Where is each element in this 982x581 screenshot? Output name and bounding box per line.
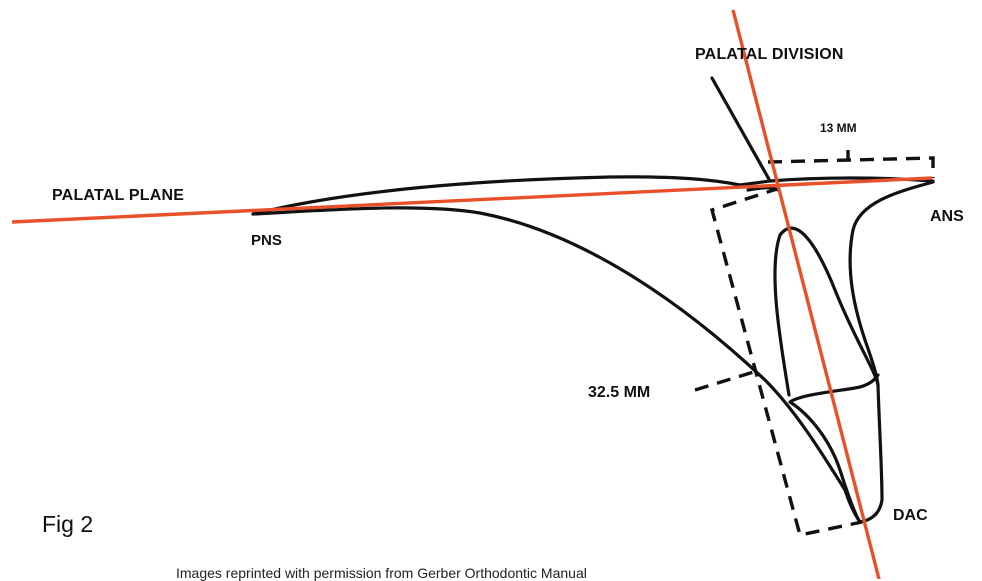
- measurement-13mm-label: 13 MM: [820, 121, 857, 135]
- image-credit: Images reprinted with permission from Ge…: [176, 565, 587, 581]
- palatal-division-line: [710, 76, 772, 183]
- palatal-division-axis-line: [731, 9, 881, 579]
- ans-label: ANS: [930, 208, 964, 225]
- palate-lower-outline: [251, 206, 862, 524]
- dac-label: DAC: [893, 507, 928, 524]
- dashed-32mm-box: [709, 186, 863, 537]
- figure-number-label: Fig 2: [42, 511, 94, 537]
- pns-label: PNS: [251, 232, 282, 249]
- incisor-outline: [773, 226, 884, 524]
- labial-outline: [848, 180, 935, 387]
- palate-upper-outline: [251, 175, 935, 216]
- measurement-32-5mm-label: 32.5 MM: [588, 384, 651, 401]
- palatal-plane-label: PALATAL PLANE: [52, 187, 185, 204]
- dashed-32mm-leader: [694, 368, 761, 392]
- dashed-13mm-bracket: [767, 156, 935, 178]
- palatal-division-label: PALATAL DIVISION: [695, 46, 844, 63]
